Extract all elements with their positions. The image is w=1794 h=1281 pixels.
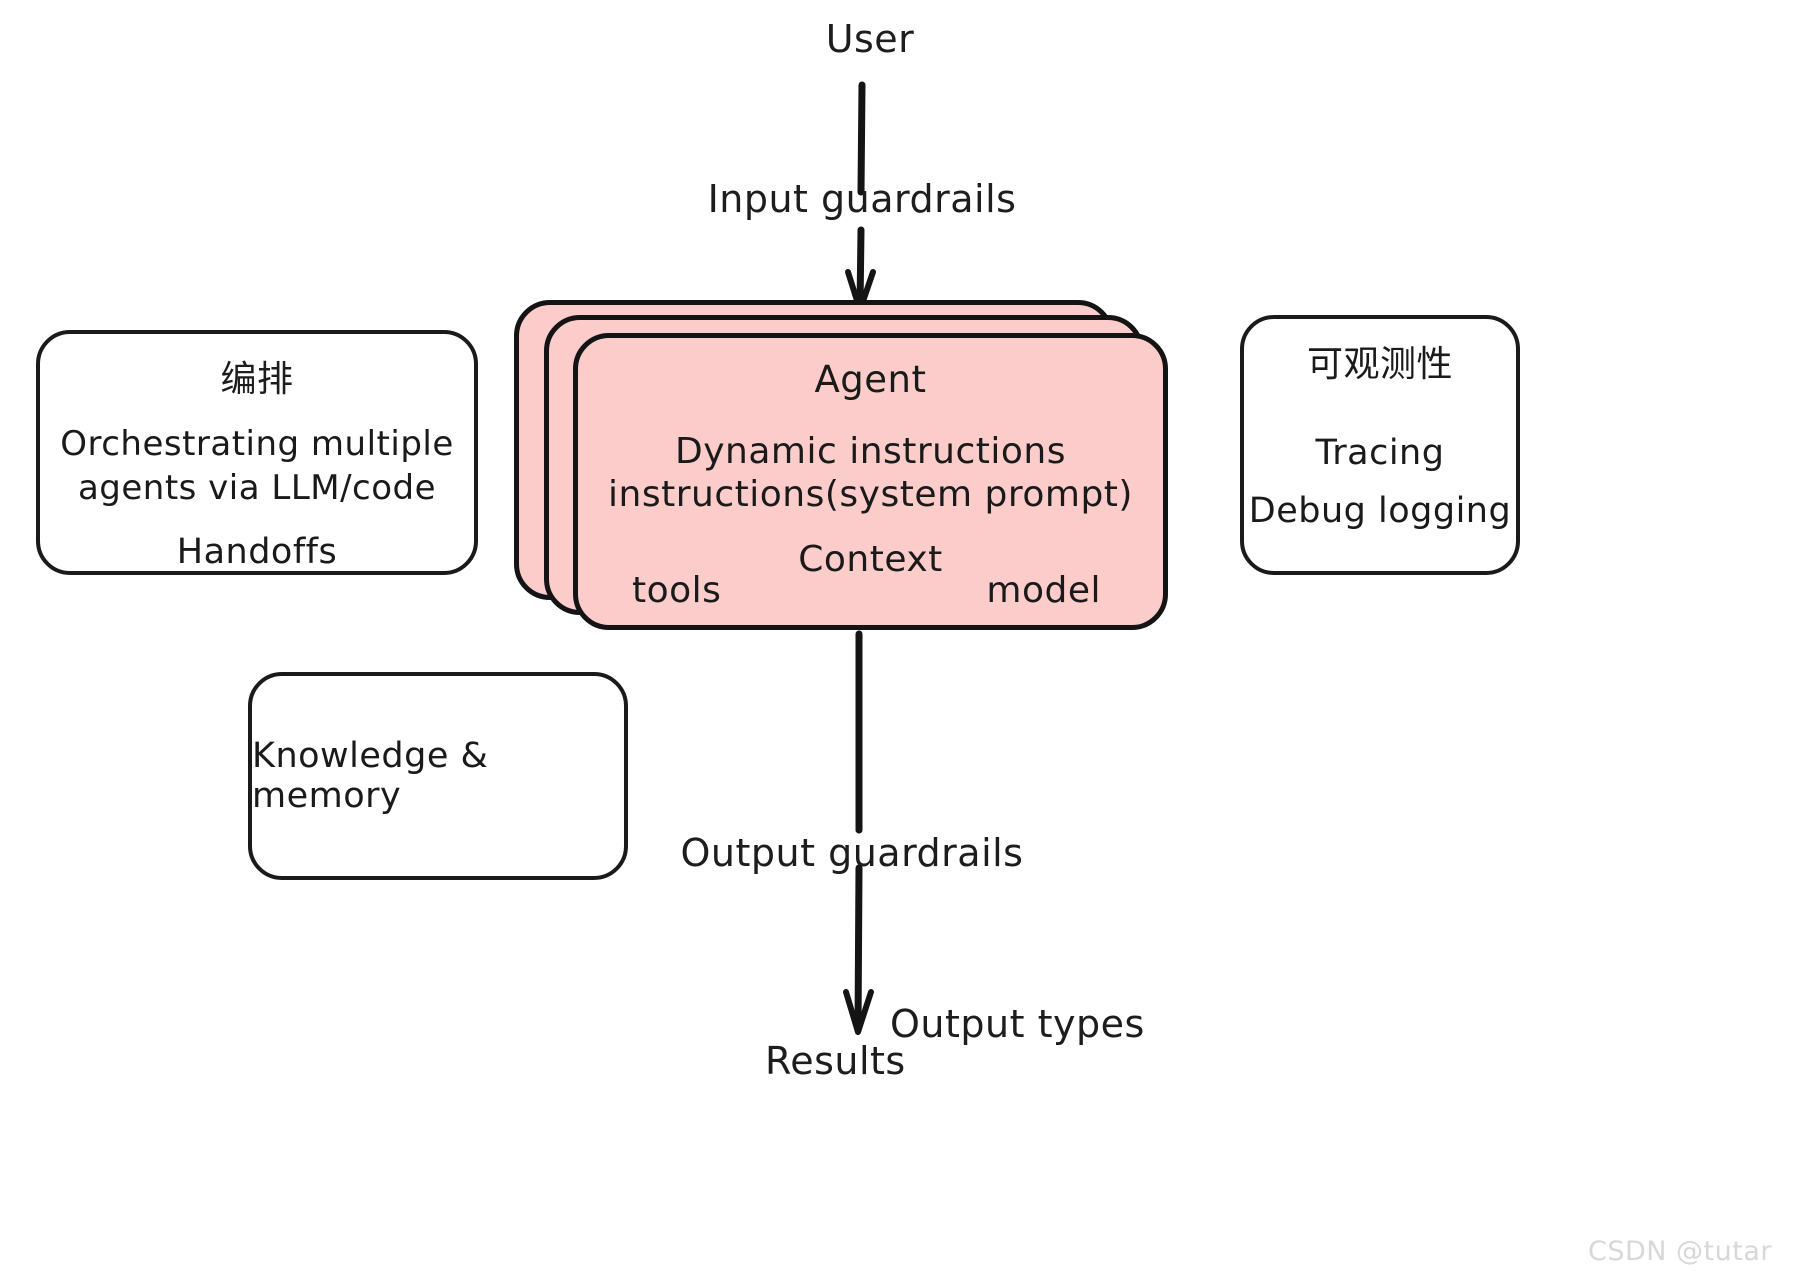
results-label: Results <box>765 1039 906 1083</box>
agent-dynamic-instructions: Dynamic instructions <box>674 431 1067 472</box>
knowledge-memory-box: Knowledge & memory <box>248 672 628 880</box>
agent-tools-label: tools <box>632 570 722 611</box>
agent-card-front: Agent Dynamic instructions instructions(… <box>573 333 1168 630</box>
agent-to-results-arrow <box>843 630 874 1035</box>
observability-debug-logging: Debug logging <box>1248 491 1512 531</box>
output-types-label: Output types <box>890 1002 1145 1046</box>
observability-box: 可观测性 Tracing Debug logging <box>1240 315 1520 575</box>
agent-title: Agent <box>814 358 927 401</box>
input-guardrails-label: Input guardrails <box>707 177 1017 221</box>
knowledge-memory-label: Knowledge & memory <box>252 736 489 816</box>
orchestration-heading: 编排 <box>220 359 294 400</box>
orchestration-handoffs: Handoffs <box>176 532 338 572</box>
output-guardrails-label: Output guardrails <box>680 831 1024 875</box>
agent-model-label: model <box>986 570 1101 611</box>
observability-tracing: Tracing <box>1315 433 1445 473</box>
watermark: CSDN @tutar <box>1588 1236 1772 1267</box>
orchestration-box: 编排 Orchestrating multiple agents via LLM… <box>36 330 478 575</box>
user-label: User <box>825 17 915 61</box>
agent-context: Context <box>798 539 943 580</box>
orchestration-line-2: agents via LLM/code <box>77 468 437 508</box>
orchestration-line-1: Orchestrating multiple <box>60 424 454 464</box>
observability-heading: 可观测性 <box>1306 344 1453 385</box>
agent-system-prompt: instructions(system prompt) <box>608 474 1133 515</box>
